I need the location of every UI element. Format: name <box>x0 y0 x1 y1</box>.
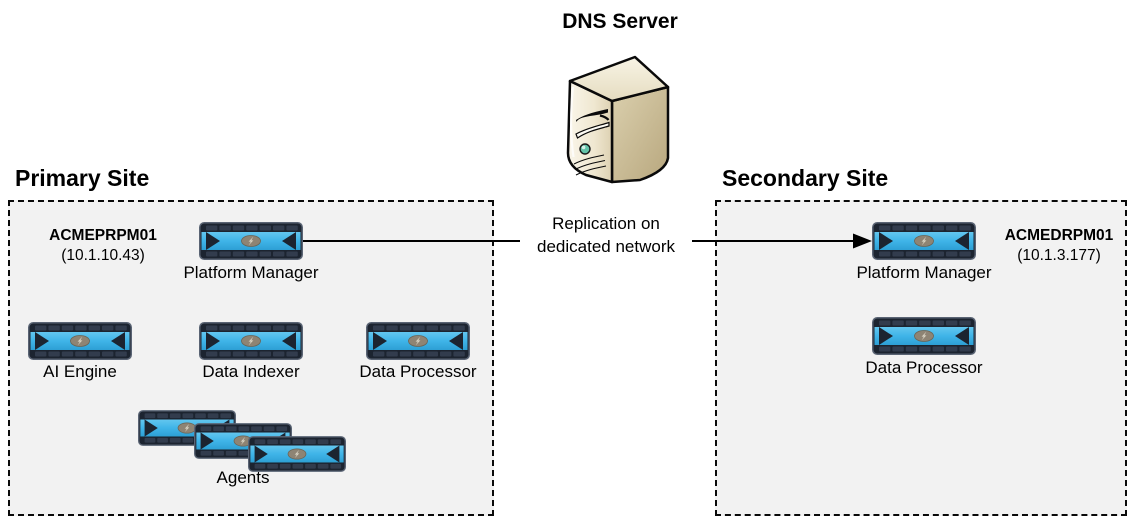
primary-site-title: Primary Site <box>15 165 150 191</box>
dns-server-title: DNS Server <box>562 10 678 33</box>
data-indexer-appliance-icon <box>199 322 303 360</box>
secondary-site-box <box>715 200 1127 516</box>
secondary-platform-manager-host: ACMEDRPM01 (10.1.3.177) <box>989 226 1129 266</box>
primary-platform-manager-appliance-icon <box>199 222 303 260</box>
primary-platform-manager-host: ACMEPRPM01 (10.1.10.43) <box>28 226 178 266</box>
replication-label-line2: dedicated network <box>537 237 675 256</box>
dns-tower-server-icon <box>556 53 670 185</box>
primary-data-processor-appliance-icon <box>366 322 470 360</box>
secondary-pm-ip: (10.1.3.177) <box>1017 247 1101 264</box>
secondary-data-processor-label: Data Processor <box>865 358 983 377</box>
ai-engine-appliance-icon <box>28 322 132 360</box>
secondary-pm-label: Platform Manager <box>856 263 992 282</box>
secondary-pm-hostname: ACMEDRPM01 <box>1004 227 1114 244</box>
primary-data-processor-label: Data Processor <box>359 362 477 381</box>
agents-stack-icon <box>138 410 346 472</box>
secondary-data-processor-appliance-icon <box>872 317 976 355</box>
primary-pm-label: Platform Manager <box>183 263 319 282</box>
replication-label-line1: Replication on <box>552 214 660 233</box>
agents-label: Agents <box>216 468 270 487</box>
data-indexer-label: Data Indexer <box>202 362 300 381</box>
replication-label: Replication on dedicated network <box>520 212 692 258</box>
secondary-platform-manager-appliance-icon <box>872 222 976 260</box>
primary-pm-ip: (10.1.10.43) <box>61 247 145 264</box>
primary-pm-hostname: ACMEPRPM01 <box>49 227 157 244</box>
secondary-site-title: Secondary Site <box>722 165 889 191</box>
ai-engine-label: AI Engine <box>43 362 117 381</box>
